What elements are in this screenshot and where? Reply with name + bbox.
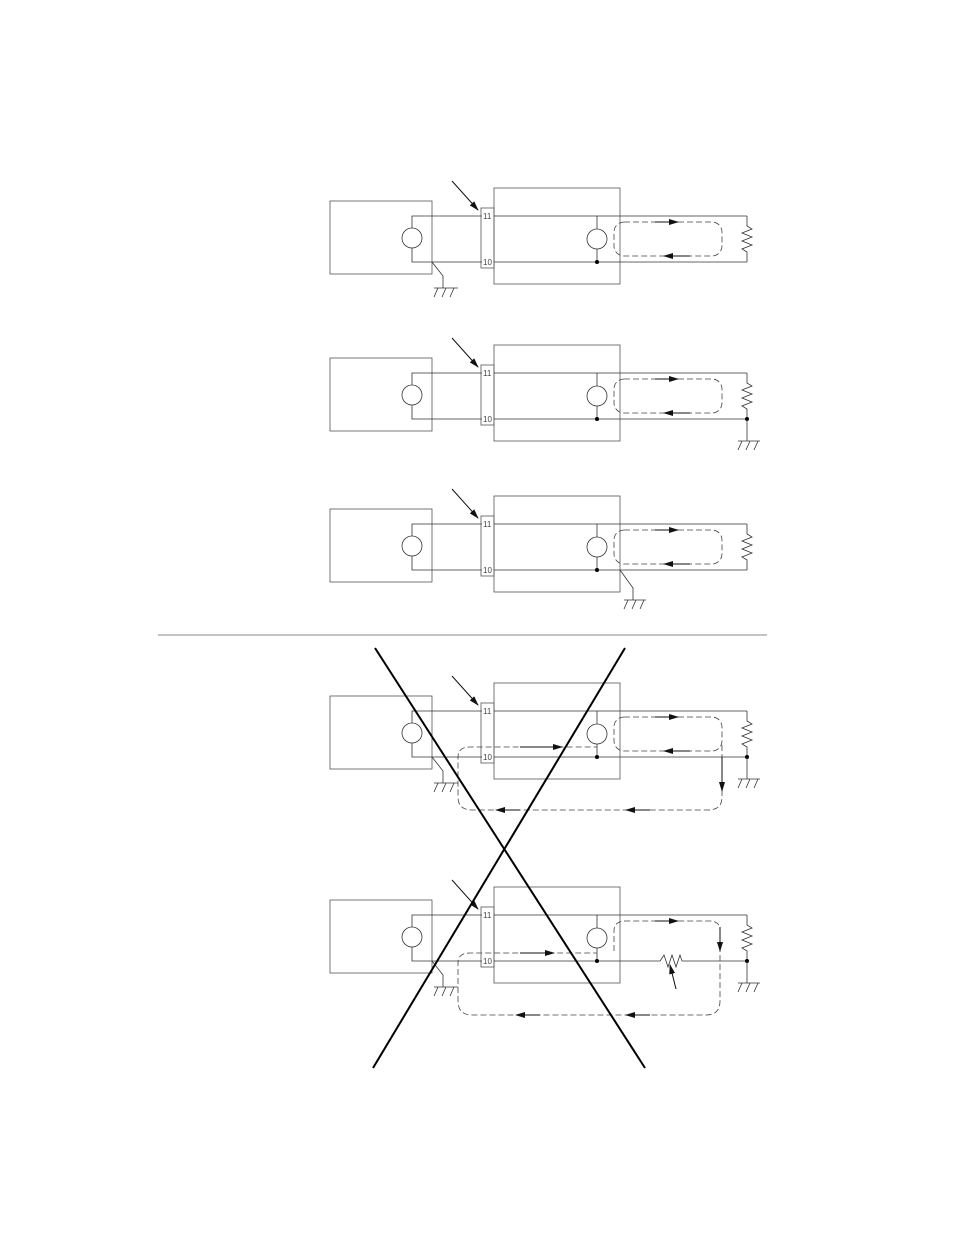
receiver-symbol-icon — [587, 386, 607, 406]
ground-symbol-icon — [738, 983, 760, 992]
source-box — [330, 509, 432, 582]
terminal-10-label: 10 — [483, 258, 492, 267]
current-loop — [614, 379, 722, 413]
receiver-symbol-icon — [587, 537, 607, 557]
diagram-2: 11 10 — [330, 338, 760, 450]
junction-dot — [595, 417, 599, 421]
receiver-box — [494, 345, 620, 441]
pointer-arrow-icon — [452, 489, 478, 518]
pointer-arrow-icon — [452, 676, 478, 705]
junction-dot — [595, 755, 599, 759]
ground-symbol-icon — [624, 600, 646, 609]
junction-dot — [595, 260, 599, 264]
diagram-1: 11 10 — [330, 181, 752, 297]
terminal-10-label: 10 — [483, 415, 492, 424]
source-symbol-icon — [402, 723, 422, 743]
ground-symbol-icon — [434, 783, 458, 792]
load-resistor-icon — [742, 216, 752, 262]
terminal-10-label: 10 — [483, 957, 492, 966]
ground-symbol-icon — [738, 779, 760, 788]
pointer-arrow-icon — [452, 181, 478, 210]
load-resistor-icon — [742, 373, 752, 419]
terminal-11-label: 11 — [483, 520, 492, 529]
receiver-box — [494, 683, 620, 779]
diagram-4: 11 10 — [330, 676, 760, 810]
terminal-10-label: 10 — [483, 753, 492, 762]
diagram-3: 11 10 — [330, 489, 752, 609]
terminal-11-label: 11 — [483, 369, 492, 378]
load-resistor-icon — [742, 915, 752, 961]
terminal-11-label: 11 — [483, 707, 492, 716]
junction-dot — [595, 959, 599, 963]
receiver-box — [494, 188, 620, 284]
source-box — [330, 201, 432, 274]
receiver-symbol-icon — [587, 928, 607, 948]
ground-loop-current — [458, 745, 722, 810]
current-loop — [614, 222, 722, 256]
junction-dot — [595, 568, 599, 572]
pointer-arrow-icon — [452, 880, 478, 909]
ground-loop-current — [458, 921, 720, 1015]
current-loop — [614, 530, 722, 564]
terminal-10-label: 10 — [483, 566, 492, 575]
source-box — [330, 900, 432, 973]
source-box — [330, 358, 432, 431]
diagram-5: 11 10 — [330, 880, 760, 1015]
load-resistor-icon — [742, 711, 752, 757]
receiver-symbol-icon — [587, 724, 607, 744]
source-symbol-icon — [402, 385, 422, 405]
pointer-arrow-icon — [452, 338, 478, 367]
ground-symbol-icon — [434, 288, 458, 297]
source-box — [330, 696, 432, 769]
receiver-symbol-icon — [587, 229, 607, 249]
source-symbol-icon — [402, 228, 422, 248]
terminal-11-label: 11 — [483, 911, 492, 920]
source-symbol-icon — [402, 536, 422, 556]
source-symbol-icon — [402, 927, 422, 947]
wire-break-icon — [660, 955, 682, 967]
receiver-box — [494, 496, 620, 592]
ground-symbol-icon — [738, 441, 760, 450]
receiver-box — [494, 887, 620, 983]
break-pointer-arrow-icon — [670, 965, 676, 989]
current-loop — [614, 717, 722, 751]
terminal-11-label: 11 — [483, 212, 492, 221]
ground-symbol-icon — [434, 987, 458, 996]
load-resistor-icon — [742, 524, 752, 570]
